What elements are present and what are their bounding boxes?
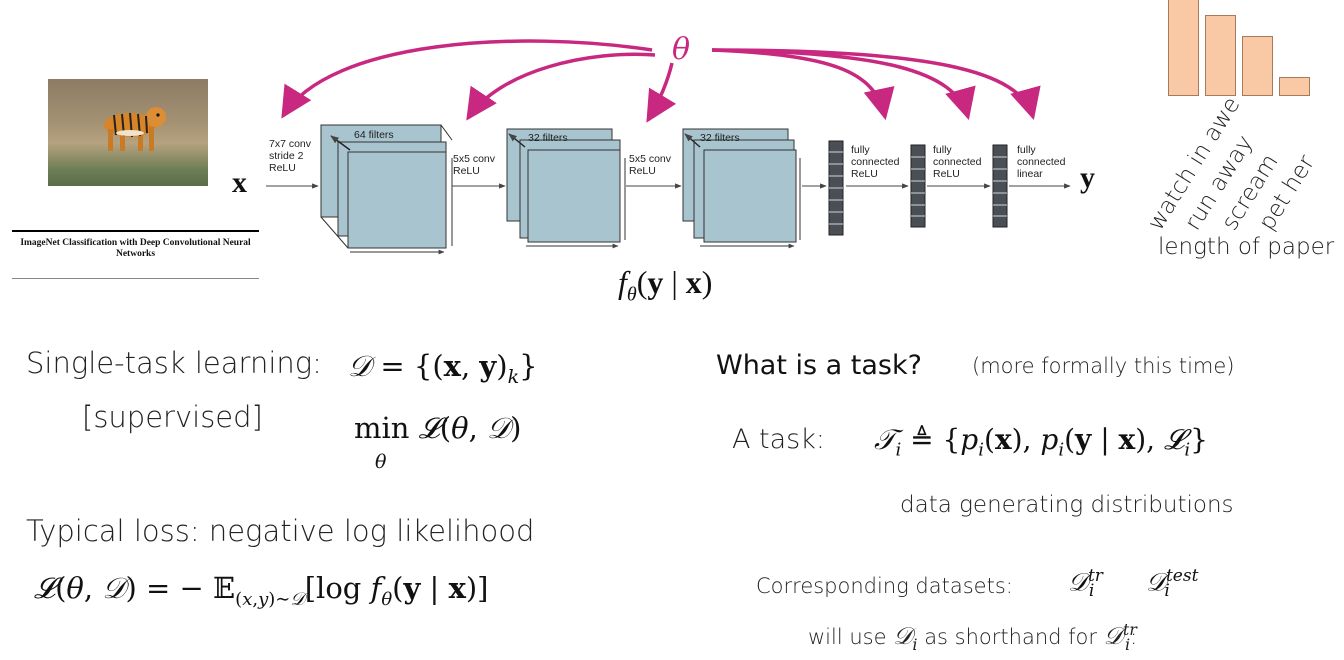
conv-block-2 <box>506 128 626 249</box>
single-task-heading: Single-task learning: <box>26 346 322 380</box>
what-is-task-heading: What is a task? <box>716 350 922 381</box>
shorthand-pre: will use <box>808 625 887 649</box>
conv1-label: 7x7 conv stride 2 ReLU <box>269 138 312 174</box>
shorthand-colon: : <box>1130 625 1138 649</box>
shorthand-line: will use 𝒟i as shorthand for 𝒟tri: <box>808 620 1138 654</box>
dataset-equation: 𝒟 = {(x, y)k} <box>348 349 538 388</box>
min-equation: min 𝓛(θ, 𝒟) <box>354 411 522 445</box>
supervised-label: [supervised] <box>82 400 263 434</box>
input-x-label: x <box>232 166 247 199</box>
conv-block-3 <box>682 128 801 249</box>
paper-bottom-rule <box>12 278 259 279</box>
theta-arrow-conv1 <box>281 39 653 119</box>
conv3-label: 5x5 conv ReLU <box>629 153 672 177</box>
conv1-filters: 64 filters <box>354 129 394 141</box>
fc1-label: fully connected ReLU <box>851 144 900 180</box>
theta-arrow-conv3 <box>646 62 677 123</box>
more-formally-note: (more formally this time) <box>972 354 1235 378</box>
theta-symbol: θ <box>672 32 691 67</box>
conv2-filters: 32 filters <box>528 132 568 144</box>
conv2-label: 5x5 conv ReLU <box>453 153 496 177</box>
kernel-arrow-3 <box>684 133 701 148</box>
tiger-icon <box>104 107 166 151</box>
network-diagram <box>266 39 1071 255</box>
bar-3 <box>1279 77 1310 96</box>
chart-xlabel: length of paper <box>1158 234 1335 260</box>
bar-0 <box>1168 0 1199 96</box>
paper-top-rule <box>12 230 259 232</box>
fc2-label: fully connected ReLU <box>933 144 982 180</box>
min-subscript: θ <box>375 451 387 473</box>
d-test-symbol: 𝒟testi <box>1146 566 1199 602</box>
paper-title: ImageNet Classification with Deep Convol… <box>20 238 251 259</box>
shorthand-mid: as shorthand for <box>924 625 1098 649</box>
fc-layer-2 <box>910 144 926 228</box>
fc-layer-3 <box>992 144 1008 228</box>
bar-1 <box>1205 15 1236 96</box>
data-generating-label: data generating distributions <box>900 492 1234 518</box>
kernel-arrow-1 <box>330 135 351 151</box>
fc3-label: fully connected linear <box>1017 144 1066 180</box>
d-train-symbol: 𝒟tri <box>1068 566 1103 602</box>
a-task-label: A task: <box>732 424 825 455</box>
theta-arrow-conv2 <box>466 52 656 121</box>
task-equation: 𝒯i ≜ {pi(x), pi(y | x), 𝓛i} <box>874 423 1208 461</box>
bar-2 <box>1242 36 1273 96</box>
tiger-photo <box>48 79 208 186</box>
theta-arrow-fc2 <box>711 48 976 121</box>
typical-loss-heading: Typical loss: negative log likelihood <box>26 514 535 548</box>
kernel-arrow-2 <box>508 133 526 148</box>
loss-equation: 𝓛(θ, 𝒟) = − 𝔼(x,y)∼𝒟[log fθ(y | x)] <box>34 571 489 610</box>
conv3-filters: 32 filters <box>700 132 740 144</box>
output-y-label: y <box>1080 161 1095 194</box>
conv-block-1 <box>320 124 453 255</box>
theta-arrow-fc3 <box>711 48 1041 121</box>
function-label: fθ(y | x) <box>618 264 713 306</box>
corresponding-datasets-label: Corresponding datasets: <box>756 574 1013 598</box>
